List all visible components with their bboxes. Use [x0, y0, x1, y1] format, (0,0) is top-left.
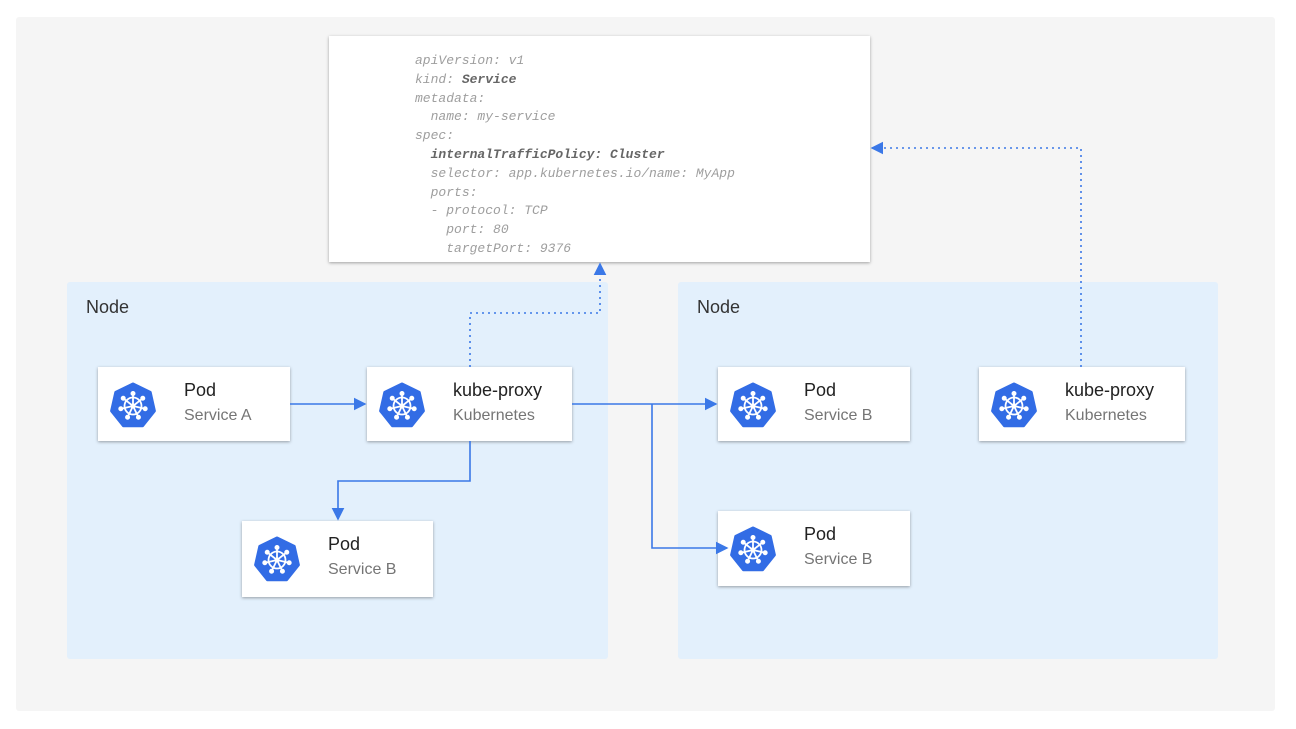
- yaml-text: ports:: [430, 184, 478, 200]
- service-yaml-card: apiVersion: v1 kind: Service metadata: nam…: [329, 36, 870, 262]
- yaml-text: port:: [446, 222, 486, 238]
- pod-service-b-left: Pod Service B: [242, 521, 433, 597]
- yaml-text: internalTrafficPolicy:: [430, 147, 603, 162]
- component-subtitle: Kubernetes: [1065, 407, 1147, 424]
- kubernetes-icon: [730, 382, 776, 428]
- yaml-line: spec:: [415, 128, 454, 143]
- component-title: Pod: [328, 534, 361, 554]
- kubernetes-icon: [110, 382, 156, 428]
- yaml-text: - protocol:: [430, 203, 517, 219]
- component-title: Pod: [184, 380, 217, 400]
- node-label: Node: [86, 297, 130, 317]
- yaml-line: name: my-service: [415, 109, 556, 125]
- node-label: Node: [697, 297, 741, 317]
- dotted-arrow-kube-proxy-right-to-service: [870, 141, 1082, 367]
- node-right: Node: [678, 282, 1218, 659]
- yaml-line: port: 80: [415, 222, 509, 238]
- yaml-line: kind: Service: [415, 72, 516, 87]
- yaml-text: apiVersion:: [415, 53, 501, 68]
- yaml-text: 9376: [532, 241, 572, 256]
- yaml-text: spec:: [415, 128, 455, 144]
- yaml-line: selector: app.kubernetes.io/name: MyApp: [415, 166, 735, 181]
- yaml-line: targetPort: 9376: [415, 241, 571, 256]
- kubernetes-icon: [730, 526, 776, 572]
- kube-proxy-left: kube-proxy Kubernetes: [367, 367, 572, 441]
- component-subtitle: Service B: [328, 561, 397, 578]
- dotted-arrow-kube-proxy-left-to-service: [469, 262, 607, 367]
- yaml-line: metadata:: [415, 91, 485, 106]
- pod-service-b-right-1: Pod Service B: [718, 367, 910, 441]
- yaml-text: metadata:: [415, 90, 486, 106]
- yaml-text: 80: [485, 222, 509, 238]
- yaml-text: selector:: [430, 165, 501, 181]
- yaml-text: kind:: [415, 71, 455, 87]
- component-title: Pod: [804, 524, 837, 544]
- kubernetes-icon: [254, 536, 300, 582]
- pod-service-a: Pod Service A: [98, 367, 290, 441]
- component-title: Pod: [804, 380, 837, 400]
- yaml-line: internalTrafficPolicy: Cluster: [415, 147, 665, 162]
- component-subtitle: Service B: [804, 551, 873, 568]
- yaml-line: apiVersion: v1: [415, 53, 524, 68]
- component-title: kube-proxy: [1065, 380, 1155, 400]
- yaml-text: Cluster: [602, 147, 665, 162]
- kubernetes-icon: [379, 382, 425, 428]
- component-title: kube-proxy: [453, 380, 543, 400]
- kube-proxy-right: kube-proxy Kubernetes: [979, 367, 1185, 441]
- yaml-text: Service: [454, 71, 517, 87]
- yaml-text: name:: [430, 109, 470, 125]
- yaml-text: targetPort:: [446, 241, 533, 256]
- yaml-text: app.kubernetes.io/name: MyApp: [500, 165, 735, 181]
- arrow-kube-proxy-to-pod-b-right-2: [651, 404, 729, 555]
- yaml-text: v1: [500, 53, 525, 68]
- component-subtitle: Service A: [184, 407, 252, 424]
- yaml-line: - protocol: TCP: [415, 203, 548, 218]
- pod-service-b-right-2: Pod Service B: [718, 511, 910, 586]
- yaml-text: TCP: [516, 203, 548, 219]
- yaml-text: my-service: [469, 109, 556, 125]
- component-subtitle: Kubernetes: [453, 407, 535, 424]
- kubernetes-icon: [991, 382, 1037, 428]
- arrow-kube-proxy-to-pod-b-left: [331, 441, 471, 521]
- component-subtitle: Service B: [804, 407, 873, 424]
- yaml-line: ports:: [415, 184, 478, 200]
